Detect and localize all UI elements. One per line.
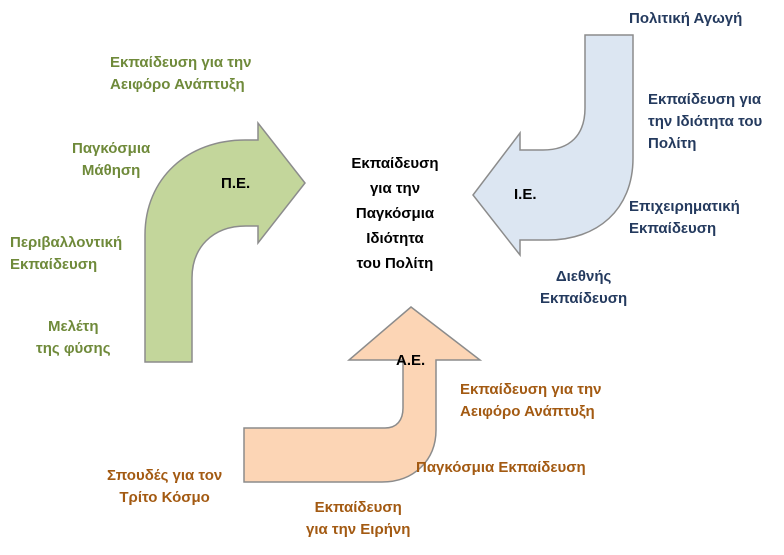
ae-item-global-education: Παγκόσμια Εκπαίδευση	[416, 459, 586, 476]
ie-arrow-label: Ι.Ε.	[514, 186, 537, 203]
ae-item-sustainable-development: Εκπαίδευση για την Αειφόρο Ανάπτυξη	[460, 381, 602, 420]
pe-item-nature-study: Μελέτη της φύσης	[36, 318, 111, 357]
pe-item-sustainable-development: Εκπαίδευση για την Αειφόρο Ανάπτυξη	[110, 54, 252, 93]
ie-item-citizenship-education: Εκπαίδευση για την Ιδιότητα του Πολίτη	[648, 91, 763, 152]
pe-arrow-label: Π.Ε.	[221, 175, 251, 192]
ae-item-peace-education: Εκπαίδευση για την Ειρήνη	[306, 499, 411, 538]
pe-item-environmental-education: Περιβαλλοντική Εκπαίδευση	[10, 234, 123, 273]
ie-item-international-education: Διεθνής Εκπαίδευση	[540, 268, 628, 307]
ie-item-civic-education: Πολιτική Αγωγή	[629, 10, 743, 27]
ae-arrow-label: Α.Ε.	[396, 352, 426, 369]
pe-arrow	[144, 120, 306, 363]
center-title: Εκπαίδευση για την Παγκόσμια Ιδιότητα το…	[351, 155, 439, 272]
ae-arrow	[243, 306, 483, 483]
ie-item-entrepreneurship-education: Επιχειρηματική Εκπαίδευση	[629, 198, 740, 237]
ie-arrow	[472, 34, 634, 258]
pe-item-global-learning: Παγκόσμια Μάθηση	[72, 140, 151, 179]
ae-item-third-world-studies: Σπουδές για τον Τρίτο Κόσμο	[107, 467, 223, 506]
